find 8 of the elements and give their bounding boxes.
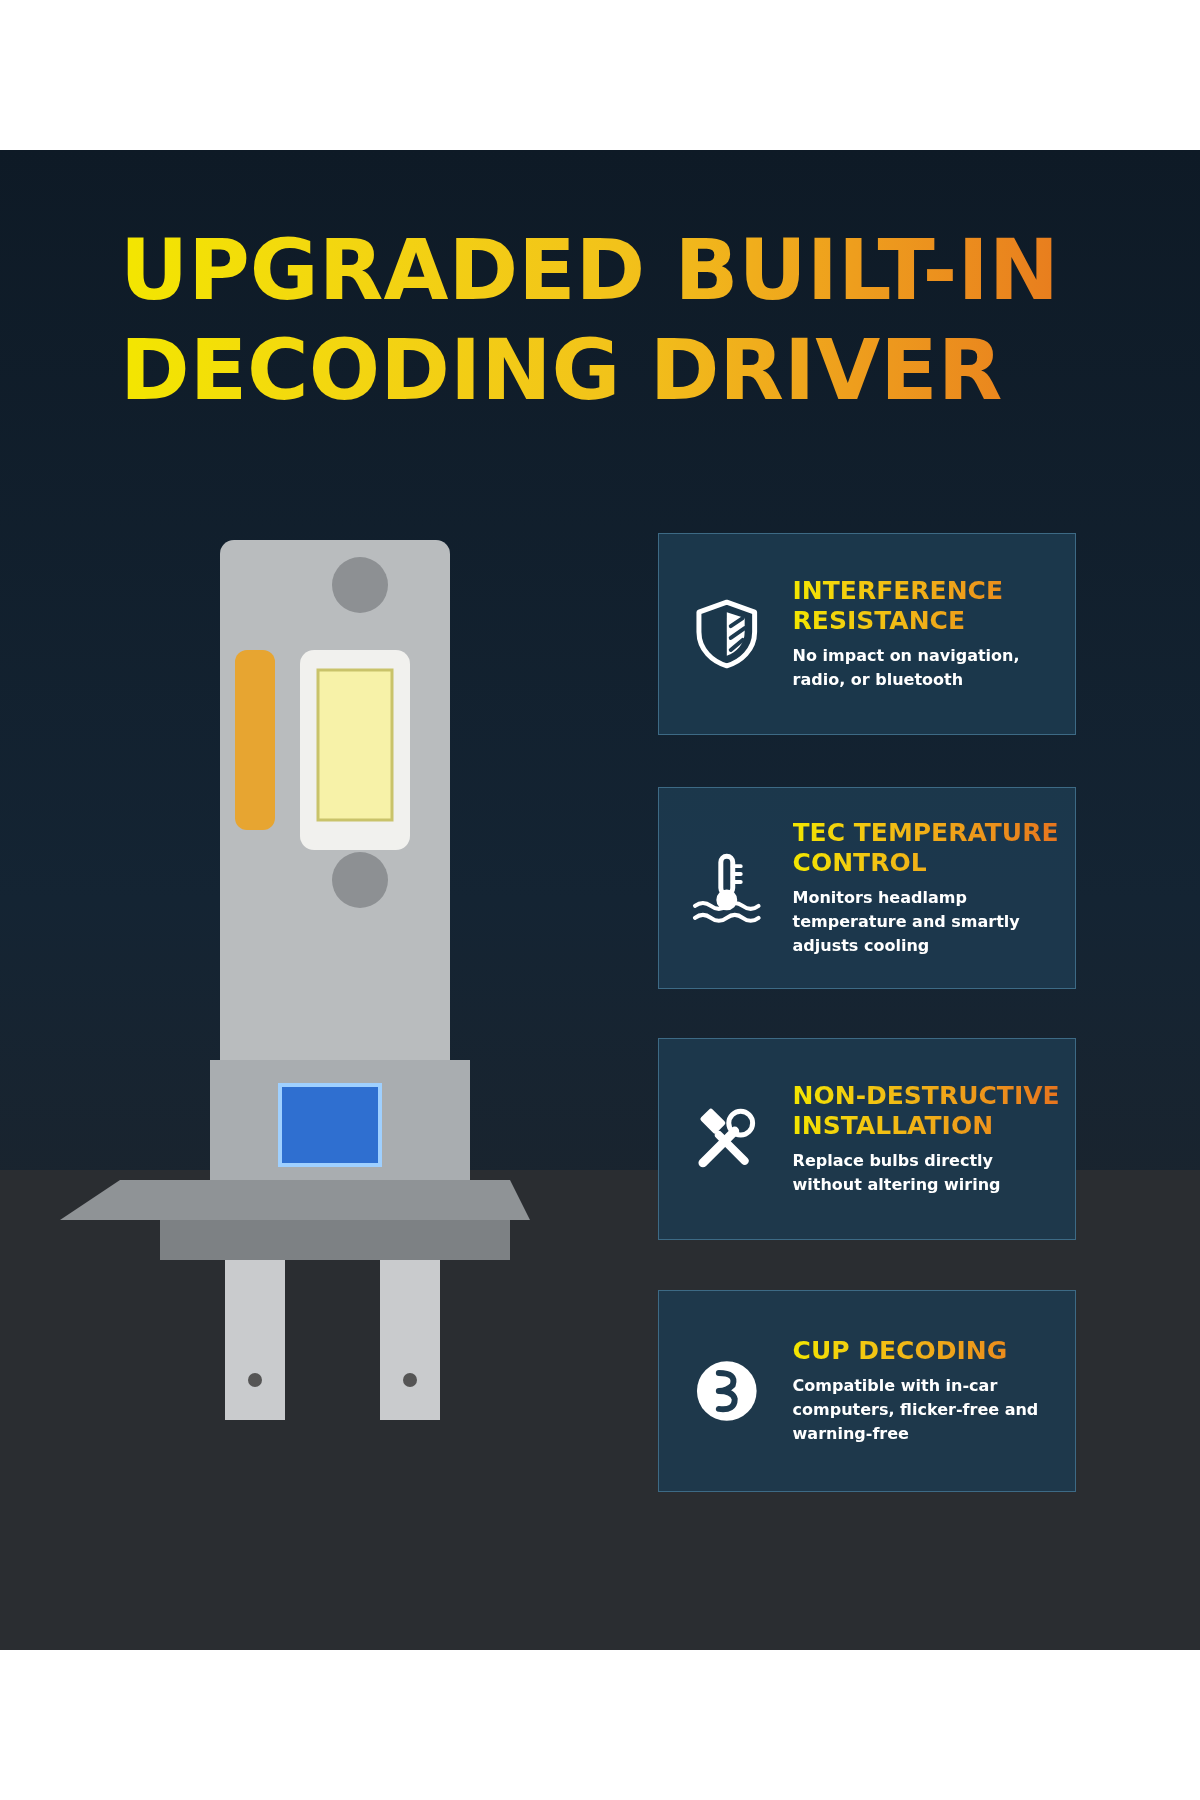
feature-panel bbox=[658, 1038, 1076, 1240]
feature-description: Compatible with in-car computers, flicker-free and warning-free bbox=[792, 1375, 1040, 1445]
feature-description: Replace bulbs directly without altering wiring bbox=[792, 1150, 1002, 1196]
feature-panel bbox=[658, 787, 1076, 989]
feature-description: Monitors headlamp temperature and smartly adjusts cooling bbox=[792, 887, 1021, 957]
feature-description: No impact on navigation, radio, or bluetooth bbox=[792, 645, 1021, 691]
feature-panel bbox=[658, 533, 1076, 735]
feature-panel bbox=[658, 1290, 1076, 1492]
